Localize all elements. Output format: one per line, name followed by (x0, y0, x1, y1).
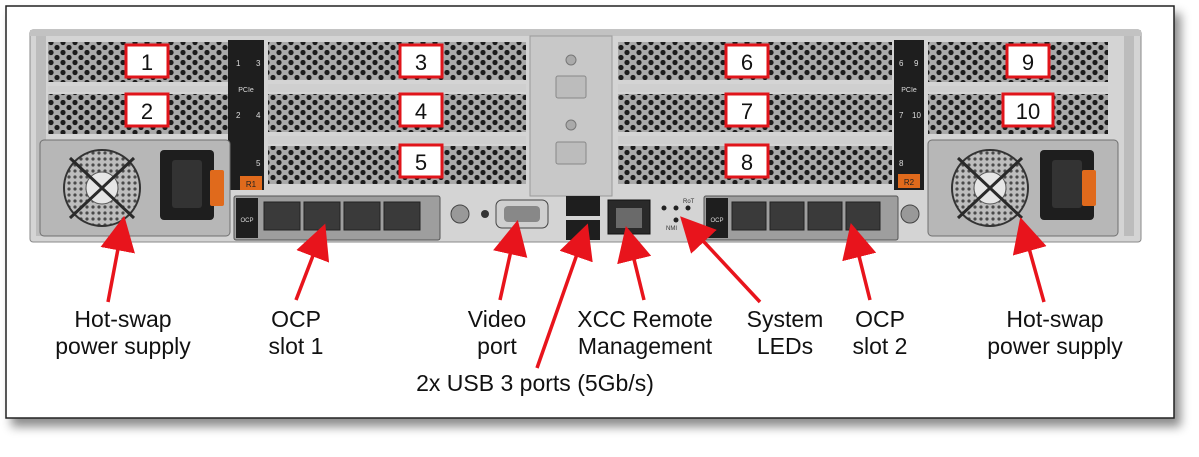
slot-number-7: 7 (724, 92, 770, 128)
arrow-ocp2 (842, 223, 877, 301)
riser1-mark: 4 (256, 111, 261, 120)
svg-text:5: 5 (415, 150, 427, 175)
riser1-panel: R1 PCIe 1 3 2 4 5 (228, 40, 264, 190)
svg-text:2: 2 (141, 99, 153, 124)
callout-ocp2: OCP slot 2 (830, 306, 930, 360)
slot-number-10: 10 (1001, 92, 1055, 128)
psu-right (927, 139, 1119, 237)
callout-line: System (746, 306, 824, 332)
callout-arrows (100, 215, 1047, 369)
riser1-tag: R1 (246, 180, 257, 189)
svg-text:10: 10 (1016, 99, 1040, 124)
callout-line: slot 1 (268, 333, 324, 359)
svg-text:4: 4 (415, 99, 427, 124)
callout-video: Video port (447, 306, 547, 360)
ocp-slot-2-hardware: OCP (703, 195, 920, 241)
svg-text:8: 8 (741, 150, 753, 175)
svg-text:3: 3 (415, 50, 427, 75)
arrow-leds (680, 216, 762, 304)
callout-leds: System LEDs (732, 306, 838, 360)
system-leds-hardware: RoT NMI (661, 199, 695, 232)
callout-psu-right: Hot-swap power supply (970, 306, 1140, 360)
ocp-slot-1-hardware: OCP (233, 195, 441, 241)
riser2-mark: 10 (912, 111, 921, 120)
arrow-usb (535, 223, 593, 369)
callout-line: Video (467, 306, 527, 332)
callout-line: Management (577, 333, 713, 359)
callout-line: OCP (855, 306, 905, 332)
arrow-xcc (617, 226, 652, 301)
riser2-panel: R2 PCIe 6 9 7 10 8 (894, 40, 924, 190)
svg-text:1: 1 (141, 50, 153, 75)
slot-number-5: 5 (398, 143, 444, 179)
riser1-mark: 5 (256, 159, 261, 168)
riser2-tag: R2 (904, 178, 915, 187)
riser1-pcie-label: PCIe (238, 87, 254, 94)
slot-number-1: 1 (124, 43, 170, 79)
riser2-mark: 9 (914, 59, 919, 68)
arrow-psu-right (1012, 217, 1047, 303)
xcc-port-hardware (607, 199, 651, 235)
callout-psu-left: Hot-swap power supply (38, 306, 208, 360)
svg-text:7: 7 (741, 99, 753, 124)
callout-line: XCC Remote (577, 306, 713, 332)
callout-line: OCP (271, 306, 321, 332)
arrow-psu-left (100, 215, 135, 303)
riser1-mark: 2 (236, 111, 241, 120)
center-left-vents (268, 42, 526, 184)
slot-labels: 1 2 3 4 5 6 7 8 9 10 (124, 43, 1055, 179)
callout-line: Hot-swap (74, 306, 172, 332)
callout-ocp1: OCP slot 1 (246, 306, 346, 360)
callout-line: power supply (987, 333, 1123, 359)
ocp2-marking: OCP (710, 218, 723, 224)
callout-line: slot 2 (852, 333, 908, 359)
riser2-mark: 7 (899, 111, 904, 120)
callout-line: LEDs (756, 333, 814, 359)
callout-usb: 2x USB 3 ports (5Gb/s) (370, 370, 700, 397)
slot-number-2: 2 (124, 92, 170, 128)
riser2-pcie-label: PCIe (901, 87, 917, 94)
center-divider (555, 54, 587, 165)
rot-label: RoT (683, 199, 695, 205)
arrow-ocp1 (294, 223, 330, 301)
slot-number-8: 8 (724, 143, 770, 179)
callout-line: port (477, 333, 517, 359)
riser2-mark: 8 (899, 159, 904, 168)
callout-xcc: XCC Remote Management (560, 306, 730, 360)
svg-text:6: 6 (741, 50, 753, 75)
arrow-video (493, 219, 528, 301)
slot-number-6: 6 (724, 43, 770, 79)
nmi-label: NMI (666, 226, 677, 232)
slot-number-4: 4 (398, 92, 444, 128)
riser1-mark: 1 (236, 59, 241, 68)
slot-number-9: 9 (1005, 43, 1051, 79)
riser2-mark: 6 (899, 59, 904, 68)
callout-line: power supply (55, 333, 191, 359)
ocp1-marking: OCP (240, 218, 253, 224)
slot-number-3: 3 (398, 43, 444, 79)
callout-line: Hot-swap (1006, 306, 1104, 332)
riser1-mark: 3 (256, 59, 261, 68)
svg-text:9: 9 (1022, 50, 1034, 75)
psu-left (39, 139, 231, 237)
callout-line: 2x USB 3 ports (5Gb/s) (416, 370, 654, 396)
